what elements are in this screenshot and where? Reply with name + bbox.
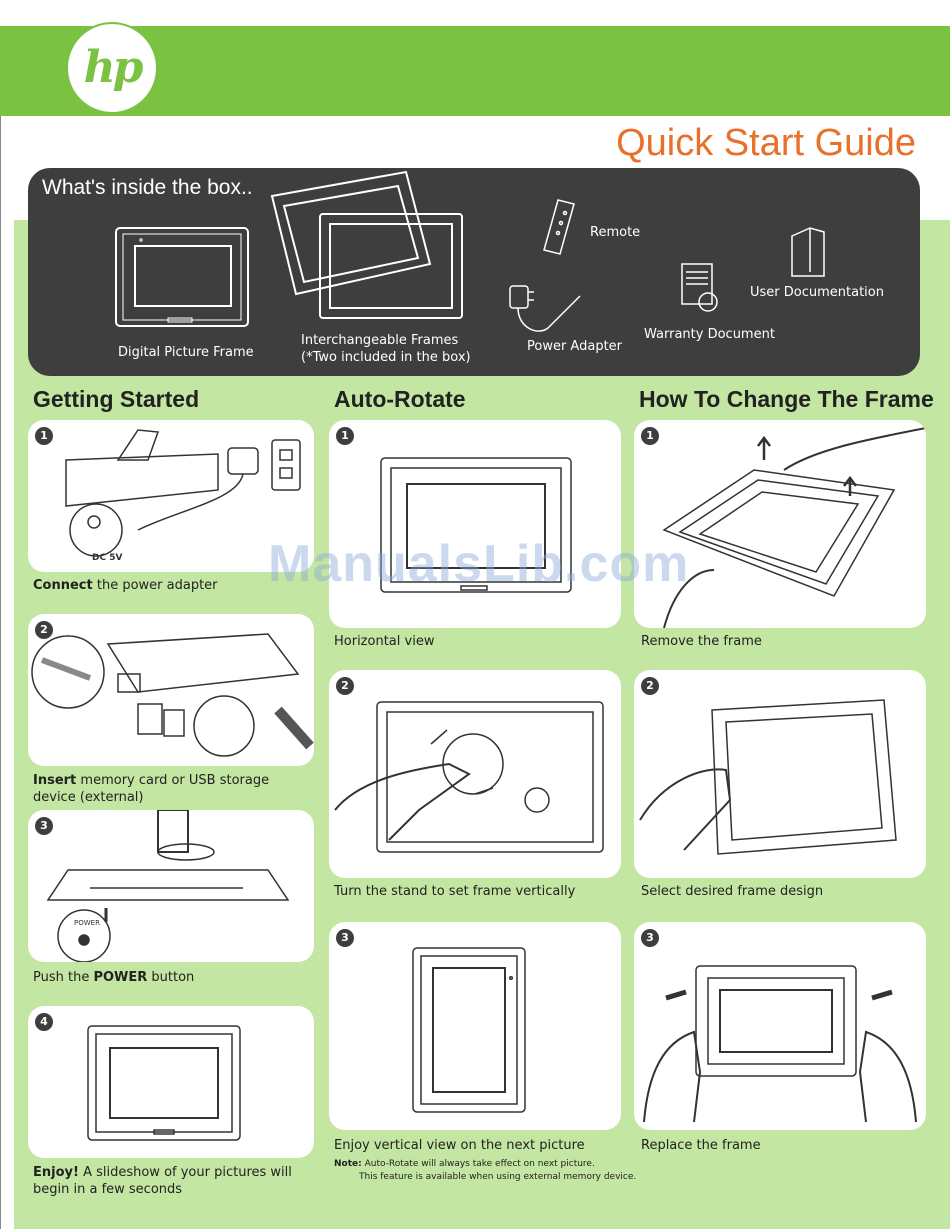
caption-text: memory card or USB storage device (exter… xyxy=(33,773,270,805)
section-title-change-frame: How To Change The Frame xyxy=(639,386,934,412)
note-label: Note: xyxy=(334,1159,362,1169)
step-number-badge: 1 xyxy=(336,427,354,445)
caption-bold: Enjoy! xyxy=(33,1165,79,1180)
auto-rotate-step-1-caption: Horizontal view xyxy=(334,634,435,649)
label-interchangeable-frames: Interchangeable Frames xyxy=(301,333,459,348)
remote-illustration xyxy=(543,199,575,255)
watermark-text: ManualsLib.com xyxy=(268,535,690,593)
step-number-badge: 3 xyxy=(641,929,659,947)
getting-started-step-3-caption: Push the POWER button xyxy=(33,969,194,986)
auto-rotate-step-1-panel: 1 xyxy=(329,420,621,628)
caption-bold: POWER xyxy=(93,970,148,985)
getting-started-step-3-panel: 3 POWER xyxy=(28,810,314,962)
vertical-view-illustration xyxy=(412,947,526,1113)
power-label: POWER xyxy=(74,919,100,927)
note-line-1: Auto-Rotate will always take effect on n… xyxy=(361,1159,595,1169)
auto-rotate-step-2-caption: Turn the stand to set frame vertically xyxy=(334,884,576,899)
auto-rotate-step-3-caption: Enjoy vertical view on the next picture xyxy=(334,1138,585,1153)
step-number-badge: 4 xyxy=(35,1013,53,1031)
auto-rotate-note: Note: Auto-Rotate will always take effec… xyxy=(334,1158,595,1170)
step-number-badge: 2 xyxy=(336,677,354,695)
section-title-auto-rotate: Auto-Rotate xyxy=(334,386,466,412)
replace-frame-illustration xyxy=(643,965,917,1123)
step-number-badge: 3 xyxy=(336,929,354,947)
caption-text: A slideshow of your pictures will begin … xyxy=(33,1165,292,1197)
step-number-badge: 2 xyxy=(641,677,659,695)
dc-label: DC 5V xyxy=(92,553,122,563)
insert-memory-illustration xyxy=(31,633,314,757)
caption-text: button xyxy=(147,970,195,985)
warranty-document-illustration xyxy=(681,263,718,312)
step-number-badge: 2 xyxy=(35,621,53,639)
user-documentation-illustration xyxy=(791,227,825,277)
getting-started-step-4-panel: 4 xyxy=(28,1006,314,1158)
caption-bold: Insert xyxy=(33,773,77,788)
label-digital-picture-frame: Digital Picture Frame xyxy=(118,345,254,360)
change-frame-step-3-panel: 3 xyxy=(634,922,926,1130)
getting-started-step-2-panel: 2 xyxy=(28,614,314,766)
label-user-documentation: User Documentation xyxy=(750,285,884,300)
horizontal-view-illustration xyxy=(380,457,572,593)
change-frame-step-2-panel: 2 xyxy=(634,670,926,878)
label-power-adapter: Power Adapter xyxy=(527,339,623,354)
step-number-badge: 1 xyxy=(35,427,53,445)
label-remote: Remote xyxy=(590,225,641,240)
caption-bold: Connect xyxy=(33,578,93,593)
getting-started-step-1-caption: Connect the power adapter xyxy=(33,577,218,594)
change-frame-step-2-caption: Select desired frame design xyxy=(641,884,824,899)
power-button-illustration: POWER xyxy=(46,810,290,962)
caption-text: the power adapter xyxy=(92,578,218,593)
select-frame-illustration xyxy=(639,699,897,855)
getting-started-step-4-caption: Enjoy! A slideshow of your pictures will… xyxy=(33,1164,293,1198)
label-frames-note: (*Two included in the box) xyxy=(301,350,471,365)
change-frame-step-3-caption: Replace the frame xyxy=(641,1138,761,1153)
turn-stand-illustration xyxy=(334,701,604,853)
page-edge-line xyxy=(0,116,1,1229)
box-contents-panel: What's inside the box.. xyxy=(28,168,920,376)
getting-started-step-1-panel: 1 DC 5V xyxy=(28,420,314,572)
page-title: Quick Start Guide xyxy=(616,122,916,164)
picture-frame-illustration xyxy=(115,227,249,327)
change-frame-step-1-panel: 1 xyxy=(634,420,926,628)
header-bar xyxy=(0,26,950,116)
change-frame-step-1-caption: Remove the frame xyxy=(641,634,762,649)
caption-pre: Push the xyxy=(33,970,94,985)
auto-rotate-step-2-panel: 2 xyxy=(329,670,621,878)
getting-started-step-2-caption: Insert memory card or USB storage device… xyxy=(33,772,293,806)
label-warranty-document: Warranty Document xyxy=(644,327,775,342)
step-number-badge: 3 xyxy=(35,817,53,835)
section-title-getting-started: Getting Started xyxy=(33,386,200,412)
logo-text: hp xyxy=(83,42,144,93)
box-contents-illustrations xyxy=(115,170,825,332)
hp-logo: hp xyxy=(66,22,158,114)
box-contents-title: What's inside the box.. xyxy=(42,176,253,199)
interchangeable-frames-illustration xyxy=(270,170,463,319)
slideshow-frame-illustration xyxy=(87,1025,241,1141)
auto-rotate-step-3-panel: 3 xyxy=(329,922,621,1130)
auto-rotate-note-line-2: This feature is available when using ext… xyxy=(359,1172,637,1182)
connect-adapter-illustration: DC 5V xyxy=(65,429,301,563)
step-number-badge: 1 xyxy=(641,427,659,445)
remove-frame-illustration xyxy=(662,427,926,628)
power-adapter-illustration xyxy=(509,285,581,332)
